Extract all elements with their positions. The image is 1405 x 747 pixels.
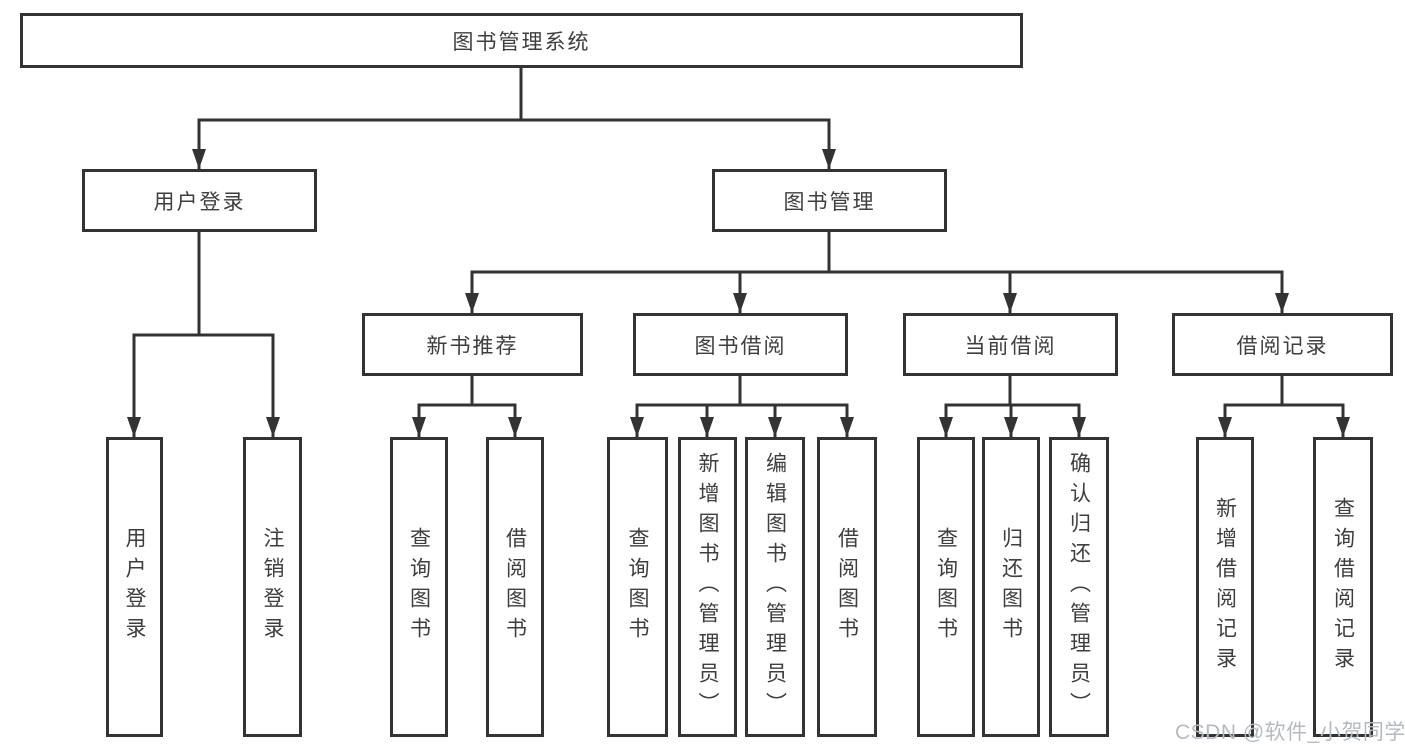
leaf-borrow-books-borrowing-label: 借阅图书 <box>835 527 859 647</box>
connector-new-book-group <box>412 374 522 439</box>
leaf-add-book-admin-label: 新增图书（管理员） <box>696 452 719 722</box>
connector-book-management-to-level2 <box>465 230 1289 315</box>
leaf-query-books-recommend-label: 查询图书 <box>407 527 431 647</box>
leaf-query-borrow-record-label: 查询借阅记录 <box>1331 497 1355 677</box>
connector-borrowing-records-group <box>1218 374 1350 439</box>
leaf-borrow-books-recommend: 借阅图书 <box>486 437 544 737</box>
node-root: 图书管理系统 <box>20 13 1023 68</box>
leaf-add-book-admin: 新增图书（管理员） <box>678 437 737 737</box>
leaf-user-login: 用户登录 <box>106 437 163 737</box>
node-root-label: 图书管理系统 <box>452 30 591 54</box>
node-book-management-label: 图书管理 <box>783 190 876 214</box>
leaf-logout-label: 注销登录 <box>261 527 284 647</box>
leaf-query-books-borrowing-label: 查询图书 <box>626 527 649 647</box>
leaf-return-books: 归还图书 <box>982 437 1040 737</box>
watermark: CSDN @软件_小贺同学 <box>1175 721 1405 744</box>
node-book-borrowing-label: 图书借阅 <box>694 334 787 358</box>
node-book-borrowing: 图书借阅 <box>633 313 848 376</box>
leaf-query-books-recommend: 查询图书 <box>390 437 448 737</box>
node-borrowing-records: 借阅记录 <box>1172 313 1393 376</box>
leaf-query-borrow-record: 查询借阅记录 <box>1313 437 1373 737</box>
leaf-query-books-current: 查询图书 <box>917 437 975 737</box>
connector-user-login-group <box>127 230 280 439</box>
leaf-add-borrow-record-label: 新增借阅记录 <box>1213 497 1237 677</box>
leaf-edit-book-admin: 编辑图书（管理员） <box>745 437 805 737</box>
node-user-login-label: 用户登录 <box>153 190 246 214</box>
leaf-logout: 注销登录 <box>243 437 302 737</box>
node-new-book-recommend: 新书推荐 <box>362 313 583 376</box>
leaf-edit-book-admin-label: 编辑图书（管理员） <box>763 452 787 722</box>
leaf-add-borrow-record: 新增借阅记录 <box>1196 437 1254 737</box>
connector-current-borrowing-group <box>939 374 1086 439</box>
leaf-confirm-return-admin: 确认归还（管理员） <box>1049 437 1109 737</box>
connector-book-borrowing-group <box>630 374 854 439</box>
leaf-query-books-current-label: 查询图书 <box>934 527 958 647</box>
leaf-return-books-label: 归还图书 <box>999 527 1023 647</box>
node-new-book-recommend-label: 新书推荐 <box>426 334 519 358</box>
leaf-query-books-borrowing: 查询图书 <box>607 437 668 737</box>
connector-root-to-level1 <box>192 66 836 171</box>
node-current-borrowing: 当前借阅 <box>903 313 1118 376</box>
node-book-management: 图书管理 <box>712 169 947 232</box>
leaf-user-login-label: 用户登录 <box>123 527 146 647</box>
node-user-login: 用户登录 <box>82 169 317 232</box>
leaf-confirm-return-admin-label: 确认归还（管理员） <box>1067 452 1091 722</box>
node-borrowing-records-label: 借阅记录 <box>1236 334 1329 358</box>
leaf-borrow-books-recommend-label: 借阅图书 <box>503 527 527 647</box>
node-current-borrowing-label: 当前借阅 <box>964 334 1057 358</box>
leaf-borrow-books-borrowing: 借阅图书 <box>817 437 877 737</box>
